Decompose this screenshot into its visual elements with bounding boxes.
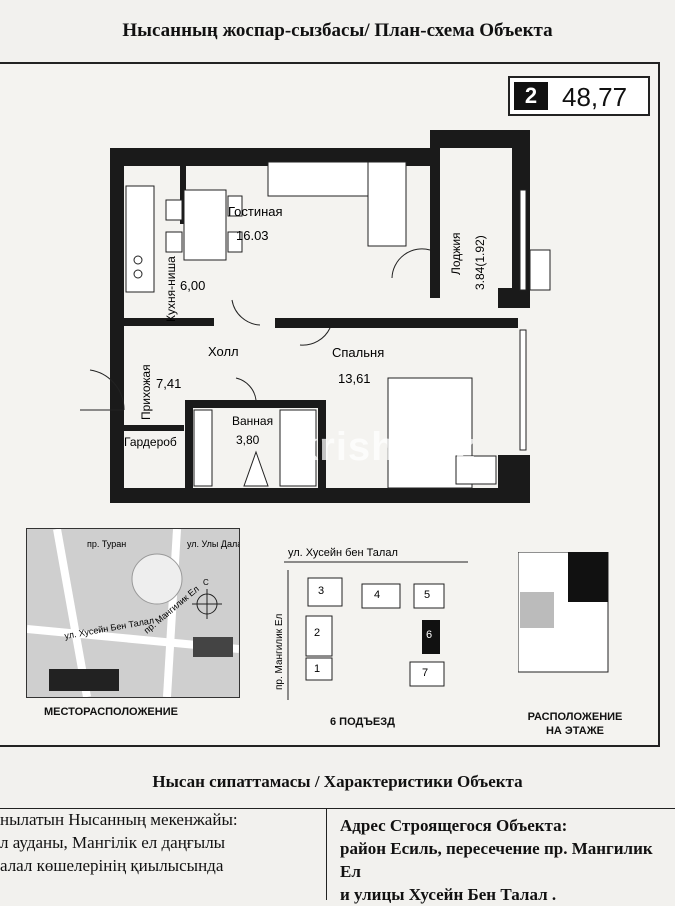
apartment-area: 48,77 (562, 82, 628, 112)
room-label-bedroom: Спальня (332, 345, 384, 360)
page-title: Нысанның жоспар-сызбасы/ План-схема Объе… (122, 20, 553, 41)
room-area-living: 16.03 (236, 228, 269, 243)
table-top-border (0, 808, 675, 809)
address-ru-line2: район Есиль, пересечение пр. Мангилик Ел (340, 839, 653, 881)
room-label-hall: Холл (208, 344, 239, 359)
apartment-badge: 2 48,77 (508, 76, 650, 116)
location-caption: МЕСТОРАСПОЛОЖЕНИЕ (44, 706, 178, 718)
svg-text:1: 1 (314, 663, 320, 675)
address-ru-line1: Адрес Строящегося Объекта: (340, 816, 568, 835)
watermark: krisha.kz (296, 425, 477, 469)
room-label-wardrobe: Гардероб (124, 435, 177, 449)
address-table: нылатын Нысанның мекенжайы: л ауданы, Ма… (0, 808, 675, 904)
floor-plan: Гостиная 16.03 Кухня-ниша 6,00 Лоджия 3.… (80, 130, 551, 503)
table-divider (326, 808, 327, 900)
room-area-hallway: 7,41 (156, 376, 181, 391)
room-label-bathroom: Ванная (232, 414, 273, 428)
characteristics-title: Нысан сипаттамасы / Характеристики Объек… (152, 772, 523, 791)
address-kz-line3: алал көшелерінің қиылысында (0, 856, 224, 875)
compass-n: С (203, 578, 209, 587)
address-kz-line1: нылатын Нысанның мекенжайы: (0, 810, 238, 829)
floor-position-caption-1: РАСПОЛОЖЕНИЕ (527, 711, 623, 723)
street-label-turan: пр. Туран (87, 539, 126, 549)
room-label-loggia: Лоджия (449, 232, 463, 275)
room-area-bathroom: 3,80 (236, 433, 260, 447)
address-ru-line3: и улицы Хусейн Бен Талал . (340, 885, 557, 904)
scheme-street-top: ул. Хусейн бен Талал (288, 547, 398, 559)
room-label-living: Гостиная (228, 204, 283, 219)
floor-position-diagram (518, 552, 609, 673)
street-label-uly-dala: ул. Улы Дала (187, 539, 239, 549)
location-map: пр. Туран ул. Хусейн Бен Талал пр. Манги… (26, 528, 240, 698)
room-area-loggia: 3.84(1.92) (473, 235, 487, 290)
address-kz-line2: л ауданы, Мангілік ел даңғылы (0, 833, 226, 852)
address-ru: Адрес Строящегося Объекта: район Есиль, … (340, 814, 675, 906)
rooms-count: 2 (514, 82, 548, 110)
svg-text:2: 2 (314, 627, 320, 639)
scheme-street-left: пр. Мангилик Ел (274, 613, 285, 690)
room-label-hallway: Прихожая (139, 364, 153, 420)
svg-text:7: 7 (422, 667, 428, 679)
floor-position-caption-2: НА ЭТАЖЕ (545, 725, 605, 737)
room-label-kitchen: Кухня-ниша (164, 256, 178, 322)
room-area-bedroom: 13,61 (338, 371, 371, 386)
svg-text:5: 5 (424, 589, 430, 601)
svg-text:3: 3 (318, 585, 324, 597)
floor-position-caption: РАСПОЛОЖЕНИЕ НА ЭТАЖЕ (515, 710, 635, 738)
address-kz: нылатын Нысанның мекенжайы: л ауданы, Ма… (0, 808, 322, 877)
entrance-caption: 6 ПОДЪЕЗД (330, 716, 395, 728)
room-area-kitchen: 6,00 (180, 278, 205, 293)
svg-text:4: 4 (374, 589, 380, 601)
entrance-scheme: ул. Хусейн бен Талал пр. Мангилик Ел 3 4… (274, 547, 468, 700)
svg-text:6: 6 (426, 629, 432, 641)
